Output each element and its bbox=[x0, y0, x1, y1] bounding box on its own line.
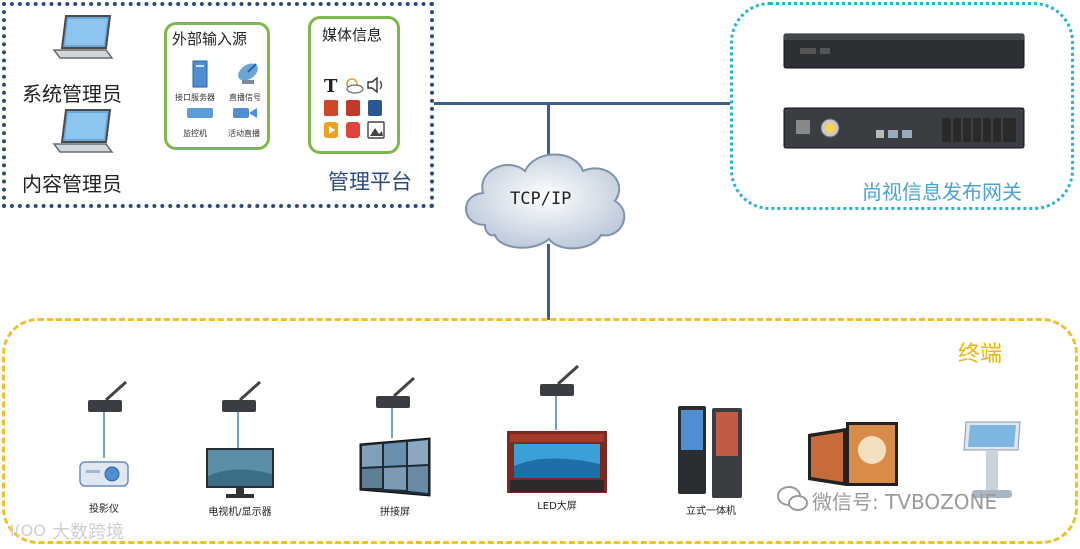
brand-watermark: 大数跨境 bbox=[52, 522, 124, 543]
network-link-bottom bbox=[547, 244, 550, 320]
wechat-icon bbox=[777, 486, 808, 511]
terminal-link bbox=[391, 408, 393, 438]
gateway-device-front bbox=[783, 33, 1025, 69]
management-platform-label: 管理平台 bbox=[328, 170, 412, 194]
source-label-monitor: 监控机 bbox=[183, 129, 207, 138]
video-wall-icon bbox=[359, 437, 431, 497]
gateway-label: 尚视信息发布网关 bbox=[862, 180, 1022, 204]
projector-icon bbox=[79, 461, 129, 487]
laptop-icon bbox=[52, 15, 114, 59]
gateway-box bbox=[730, 2, 1074, 210]
word-icon bbox=[368, 100, 382, 116]
standing-kiosk-icon bbox=[678, 406, 742, 498]
svg-text:T: T bbox=[324, 76, 338, 97]
terminal-label-projector: 投影仪 bbox=[89, 504, 119, 515]
gateway-device-back bbox=[783, 107, 1025, 149]
terminal-label-led-screen: LED大屏 bbox=[537, 501, 577, 512]
terminal-label-video-wall: 拼接屏 bbox=[380, 507, 410, 518]
satellite-dish-icon bbox=[238, 63, 258, 84]
tv-monitor-icon bbox=[206, 448, 274, 498]
weather-icon bbox=[346, 78, 364, 94]
source-label-live-event: 活动直播 bbox=[228, 129, 260, 138]
digital-signage-icon bbox=[808, 422, 898, 486]
terminal-label-standing-kiosk: 立式一体机 bbox=[686, 506, 736, 517]
role-system-admin: 系统管理员 bbox=[22, 82, 122, 106]
speaker-icon bbox=[367, 76, 383, 94]
brand-logo-icon: l(OO bbox=[10, 521, 46, 540]
video-camera-icon bbox=[233, 108, 257, 118]
terminal-link bbox=[103, 412, 105, 458]
pdf-icon bbox=[346, 100, 360, 116]
terminal-link bbox=[555, 396, 557, 430]
router-icon bbox=[540, 364, 580, 396]
external-source-title: 外部输入源 bbox=[170, 28, 250, 49]
server-icon bbox=[192, 60, 208, 88]
source-label-interface-server: 接口服务器 bbox=[175, 93, 215, 102]
network-link-horizontal bbox=[434, 102, 730, 105]
wechat-watermark: 微信号: TVBOZONE bbox=[812, 490, 998, 514]
svg-text:l(OO: l(OO bbox=[10, 521, 46, 540]
terminals-box bbox=[2, 318, 1078, 544]
monitor-device-icon bbox=[187, 108, 213, 118]
media-type-icons: T bbox=[324, 76, 385, 139]
network-link-top bbox=[547, 102, 550, 162]
network-label: TCP/IP bbox=[510, 189, 572, 209]
router-icon bbox=[222, 380, 262, 412]
media-info-title: 媒体信息 bbox=[322, 26, 383, 44]
router-icon bbox=[88, 380, 128, 412]
terminal-label-tv-monitor: 电视机/显示器 bbox=[208, 507, 272, 518]
router-icon bbox=[376, 376, 416, 408]
touch-kiosk-icon bbox=[963, 421, 1021, 498]
terminals-title: 终端 bbox=[958, 342, 1003, 367]
led-screen-icon bbox=[507, 431, 607, 493]
management-platform-box bbox=[2, 2, 434, 208]
source-label-live-signal: 直播信号 bbox=[229, 93, 261, 102]
tcp-ip-cloud bbox=[465, 153, 626, 250]
laptop-icon bbox=[52, 109, 114, 153]
audio-icon bbox=[346, 122, 360, 138]
role-content-admin: 内容管理员 bbox=[22, 172, 122, 196]
terminal-link bbox=[237, 412, 239, 448]
powerpoint-icon bbox=[324, 100, 338, 116]
